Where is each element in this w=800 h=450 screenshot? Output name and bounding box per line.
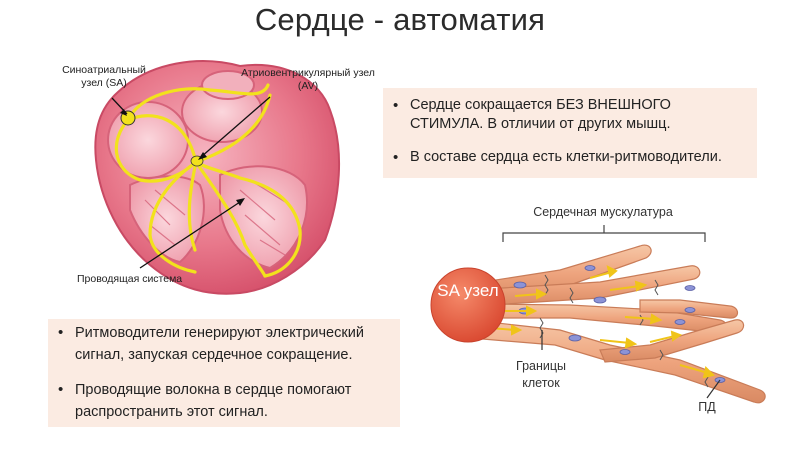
sa-node-text: SA узел bbox=[437, 281, 499, 300]
cell-borders-label: Границы клеток bbox=[516, 359, 566, 390]
bullet-item: В составе сердца есть клетки-ритмоводите… bbox=[390, 148, 747, 167]
ap-label: ПД bbox=[698, 400, 716, 414]
info-box-top: Сердце сокращается БЕЗ ВНЕШНОГО СТИМУЛА.… bbox=[383, 88, 757, 178]
muscle-bracket bbox=[502, 232, 706, 242]
muscle-label: Сердечная мускулатура bbox=[533, 205, 673, 219]
av-node-label: Атриовентрикулярный узел (AV) bbox=[241, 67, 375, 92]
muscle-fibers bbox=[469, 244, 766, 404]
page-title: Сердце - автоматия bbox=[254, 2, 546, 37]
right-ventricle bbox=[129, 175, 205, 264]
conduction-system-label: Проводящая система bbox=[77, 273, 183, 285]
bullet-item: Ритмоводители генерируют электрический с… bbox=[55, 322, 390, 366]
bullet-text: Сердце сокращается БЕЗ ВНЕШНОГО СТИМУЛА.… bbox=[410, 97, 671, 132]
bullet-text: Ритмоводители генерируют электрический с… bbox=[75, 325, 364, 363]
bullet-text: Проводящие волокна в сердце помогают рас… bbox=[75, 382, 352, 420]
signal-arrows bbox=[489, 265, 715, 379]
sa-node-ball bbox=[430, 267, 506, 343]
info-box-bottom: Ритмоводители генерируют электрический с… bbox=[48, 319, 400, 427]
bullet-item: Сердце сокращается БЕЗ ВНЕШНОГО СТИМУЛА.… bbox=[390, 96, 747, 134]
sa-node-label: Синоатриальный узел (SA) bbox=[62, 64, 146, 89]
bullet-item: Проводящие волокна в сердце помогают рас… bbox=[55, 379, 390, 423]
bullet-text: В составе сердца есть клетки-ритмоводите… bbox=[410, 149, 722, 165]
